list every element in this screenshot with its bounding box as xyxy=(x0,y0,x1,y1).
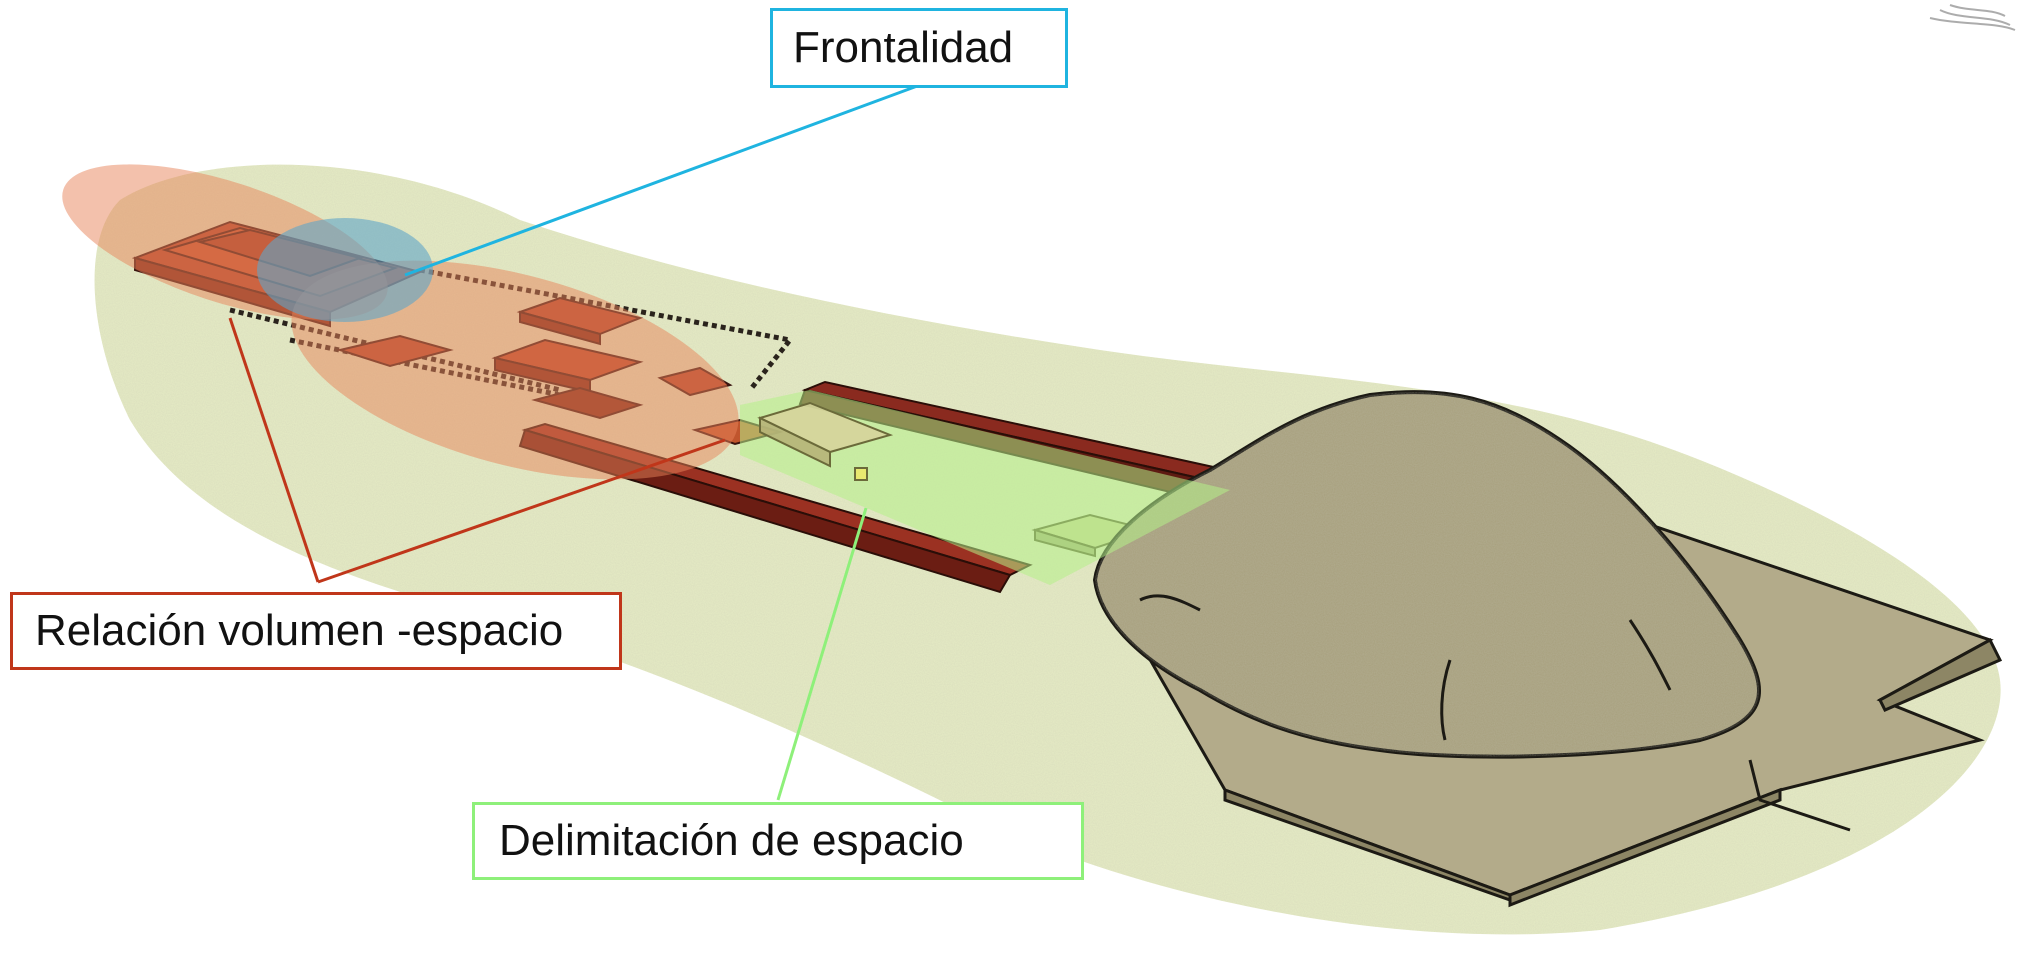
frontalidad-leader-line xyxy=(404,83,921,277)
relacion-leader-line-2 xyxy=(317,438,726,584)
callout-delimitacion-label: Delimitación de espacio xyxy=(499,816,964,865)
callout-frontalidad: Frontalidad xyxy=(770,8,1068,88)
relacion-leader-line-1 xyxy=(228,317,320,583)
callout-relacion-volumen-espacio: Relación volumen -espacio xyxy=(10,592,622,670)
delimitacion-leader-line xyxy=(776,507,868,801)
callout-relacion-label: Relación volumen -espacio xyxy=(35,606,564,655)
central-altar xyxy=(757,401,894,481)
frontality-overlay xyxy=(257,218,433,322)
callout-frontalidad-label: Frontalidad xyxy=(793,23,1014,72)
corner-scribble xyxy=(1929,4,2016,31)
callout-delimitacion-de-espacio: Delimitación de espacio xyxy=(472,802,1084,880)
great-mound xyxy=(1092,390,1762,759)
